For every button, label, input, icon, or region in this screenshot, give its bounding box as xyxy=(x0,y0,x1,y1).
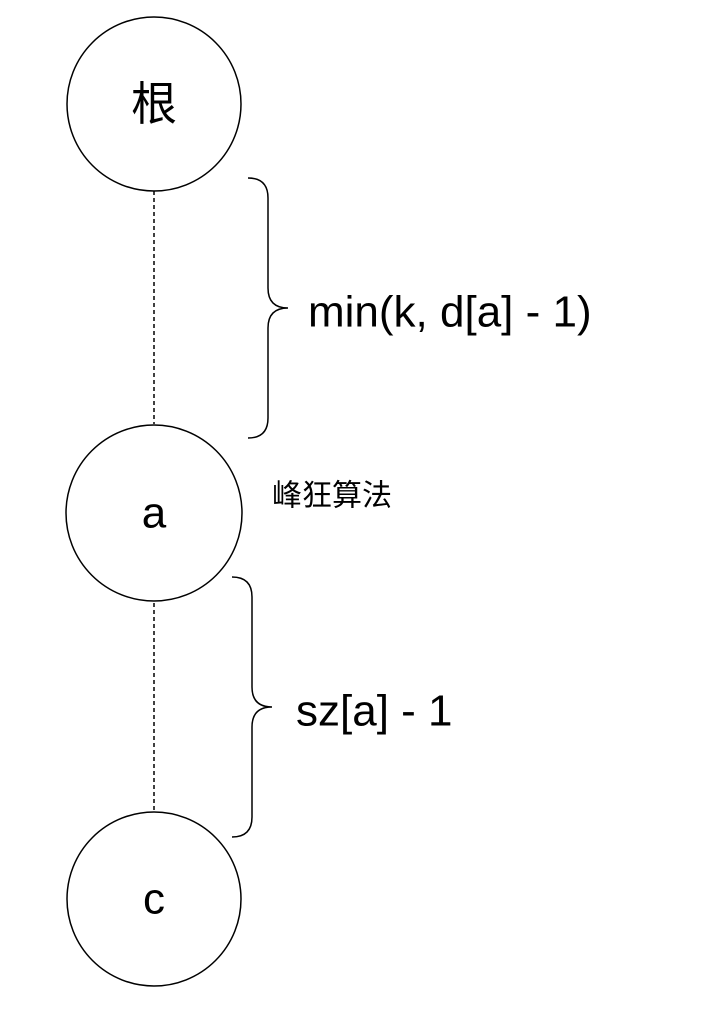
node-a-label: a xyxy=(142,489,167,538)
brace-root-to-a xyxy=(247,177,289,439)
node-root-label: 根 xyxy=(131,77,177,131)
watermark-text: 峰狂算法 xyxy=(272,479,392,514)
node-a-circle xyxy=(65,424,243,602)
node-c-label: c xyxy=(143,875,165,924)
brace-a-to-c xyxy=(231,576,273,838)
node-root: 根 xyxy=(66,16,242,192)
node-c: c xyxy=(66,811,242,987)
node-root-circle xyxy=(66,16,242,192)
brace-a-to-c-label: sz[a] - 1 xyxy=(296,687,453,736)
node-c-circle xyxy=(66,811,242,987)
node-a: a xyxy=(65,424,243,602)
brace-root-to-a-label: min(k, d[a] - 1) xyxy=(308,288,592,337)
